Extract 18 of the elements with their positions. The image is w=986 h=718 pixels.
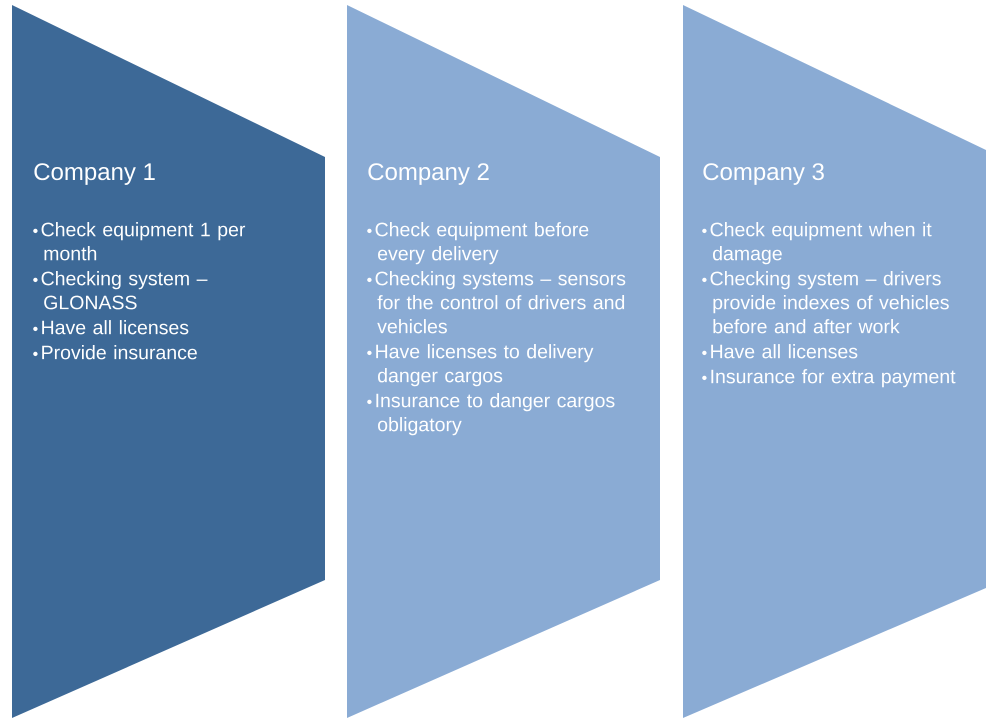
chevron-box [347, 5, 660, 718]
bullet-item: Checking system – GLONASS [33, 271, 208, 310]
chevron-box [12, 5, 325, 718]
bullet-item: Check equipment 1 per month [33, 222, 246, 260]
heading: Company 2 [368, 163, 489, 185]
heading: Company 1 [34, 163, 155, 185]
bullet-item: Provide insurance [33, 345, 197, 360]
bullet-item: Check equipment when it damage [702, 222, 932, 264]
bullet-item: Insurance to danger cargos obligatory [367, 393, 614, 436]
bullet-item: Have all licenses [33, 320, 188, 334]
bullet-item: Check equipment before every delivery [367, 222, 588, 264]
bullet-item: Have all licenses [702, 344, 858, 358]
bullet-item: Checking system – drivers provide indexes of vehicles before and after work [702, 271, 949, 334]
bullet-item: Checking systems – sensors for the control of drivers and vehicles [367, 271, 626, 334]
bullet-item: Have licenses to delivery danger cargos [367, 344, 594, 386]
bullet-item: Insurance for extra payment [702, 369, 956, 388]
heading: Company 3 [703, 163, 824, 185]
chevron-box [683, 5, 986, 718]
